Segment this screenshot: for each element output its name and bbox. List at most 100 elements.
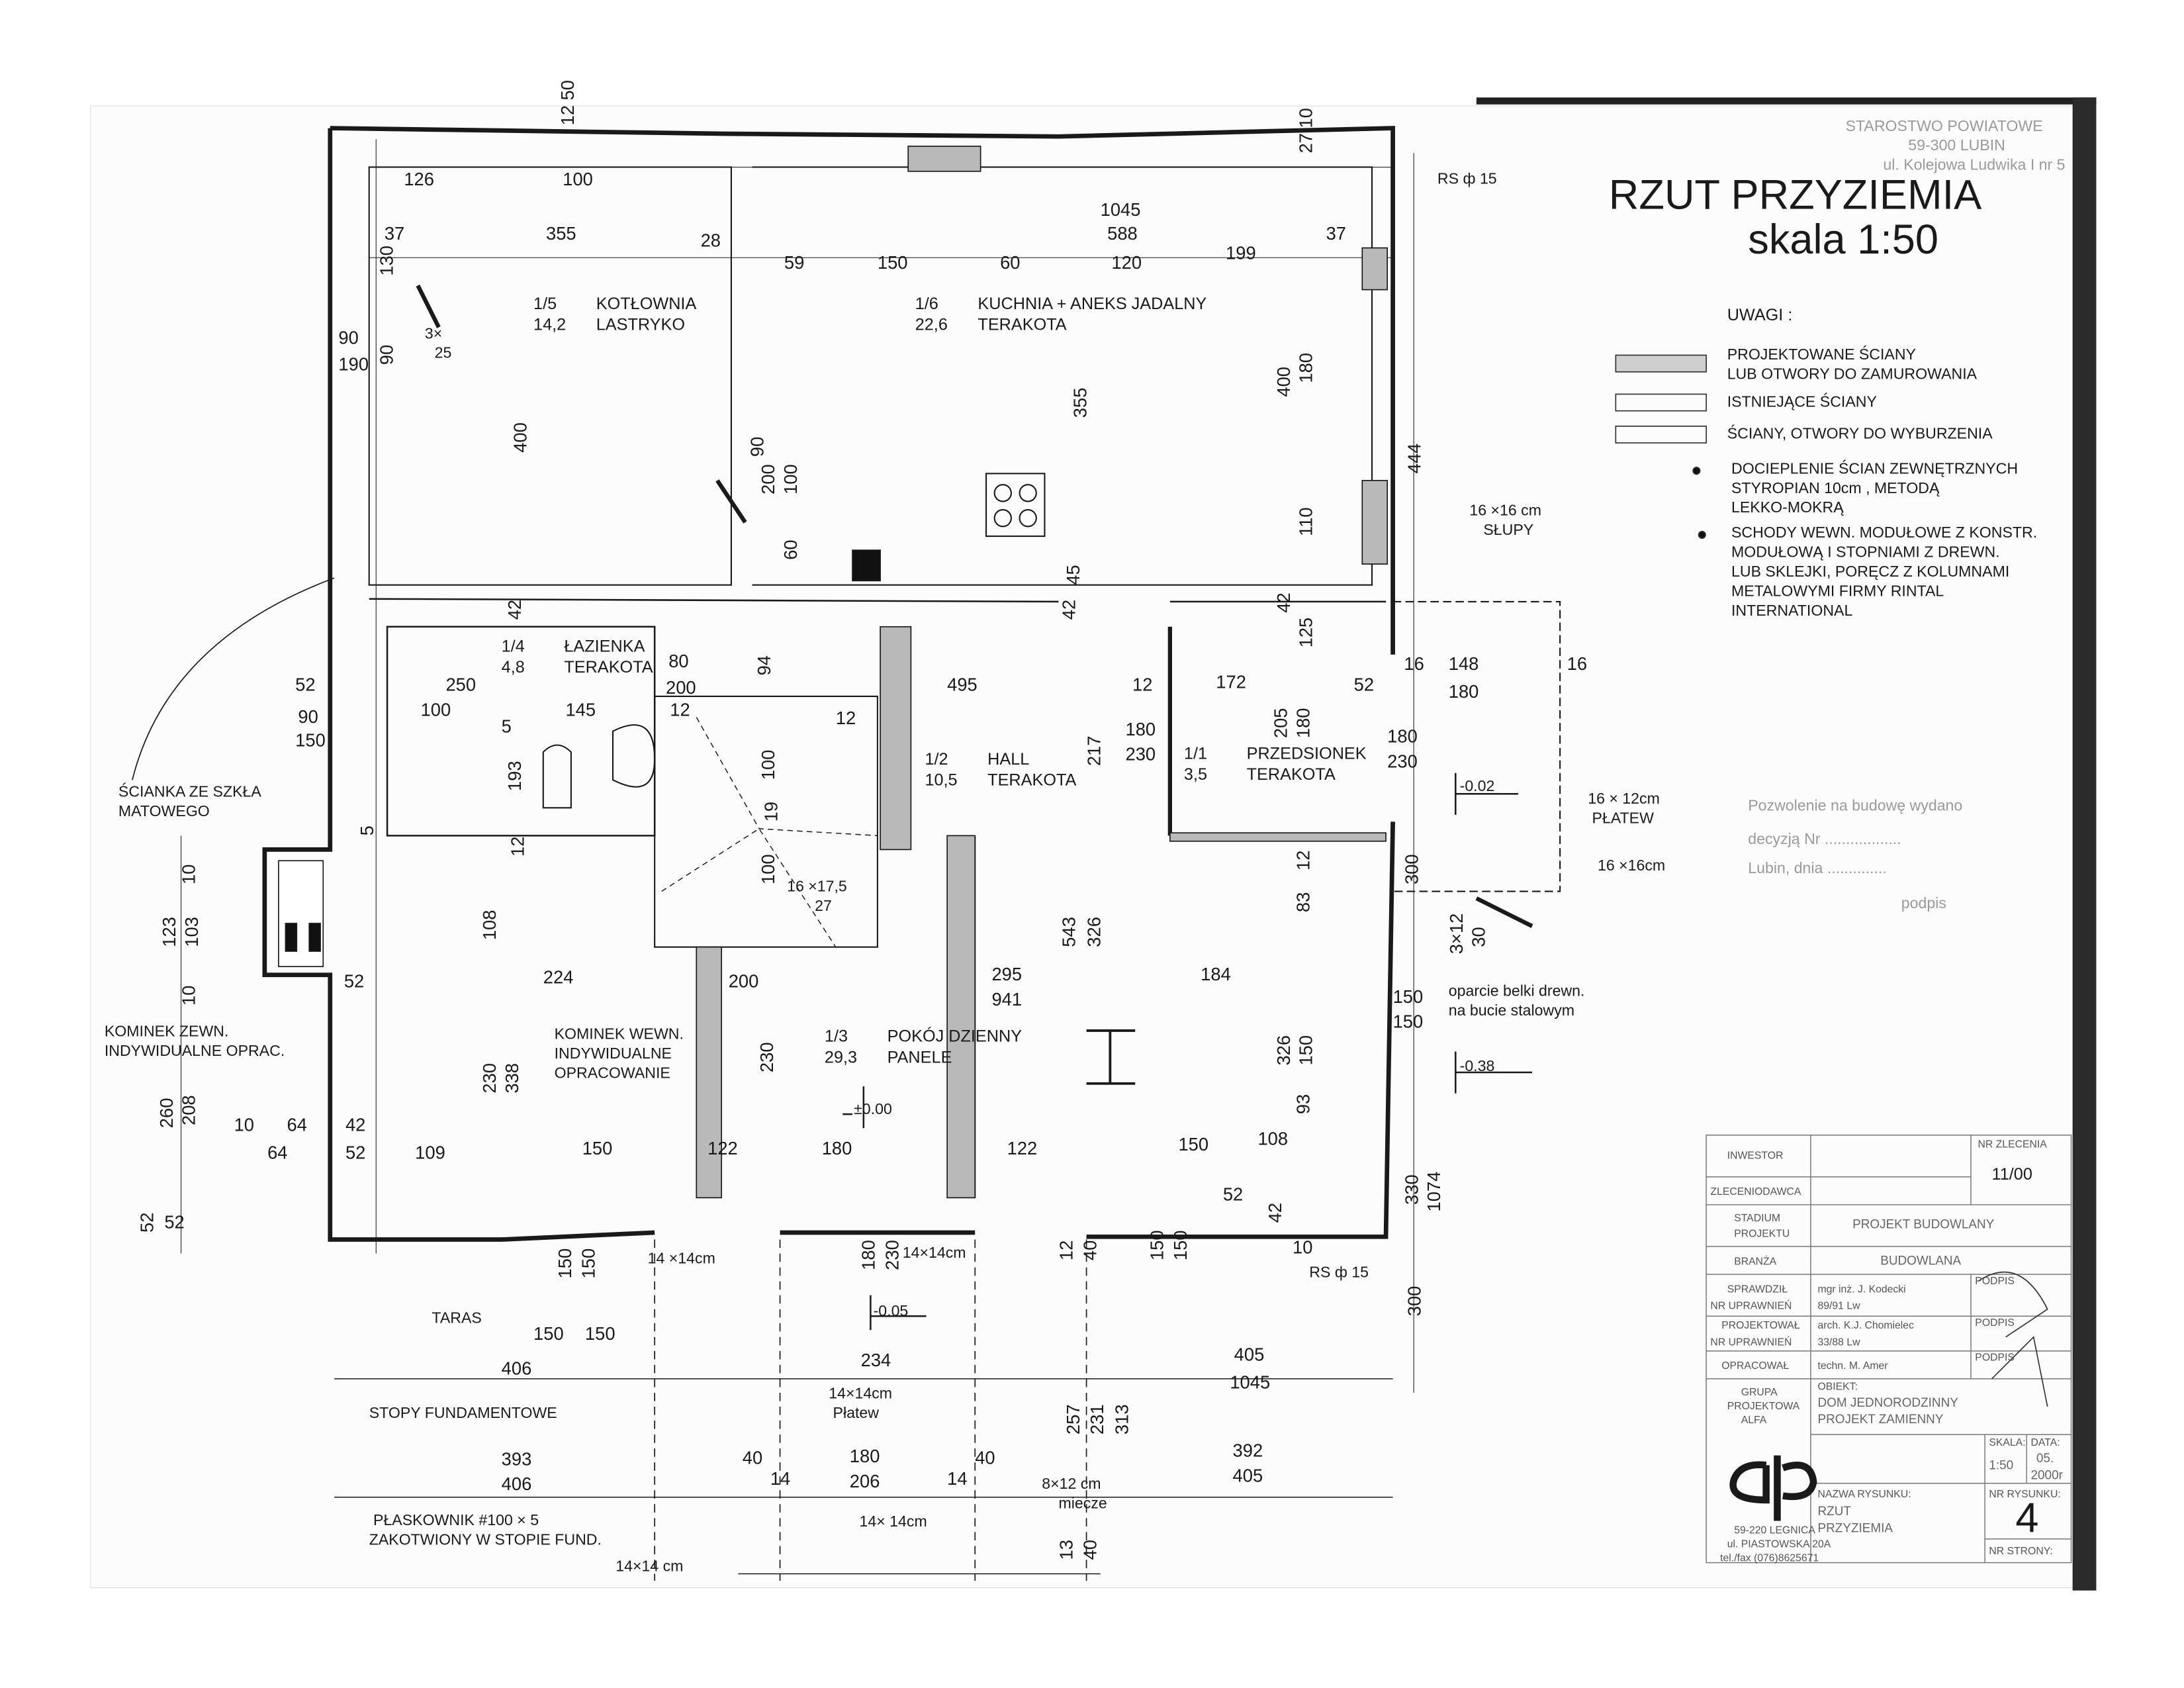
- dimension-label: 42: [345, 1114, 365, 1135]
- title-block-drawing-name2: PRZYZIEMIA: [1817, 1521, 1893, 1535]
- annotation-text: KOMINEK WEWN.: [555, 1025, 684, 1043]
- dimension-label: 28: [701, 230, 721, 250]
- title-block-date-label: DATA:: [2030, 1437, 2060, 1448]
- annotation-text: 14× 14cm: [860, 1513, 927, 1530]
- dimension-label: 150: [295, 730, 326, 751]
- dimension-label: 90: [338, 328, 358, 348]
- dimension-label: 10: [1293, 1237, 1312, 1258]
- title-block-scale: 1:50: [1989, 1459, 2013, 1473]
- drawing-scale: skala 1:50: [1748, 216, 1938, 263]
- dimension-label: 588: [1107, 223, 1138, 244]
- room-area: 22,6: [915, 316, 948, 334]
- title-block-company2: PROJEKTOWA: [1727, 1401, 1800, 1412]
- note-text: METALOWYMI FIRMY RINTAL: [1731, 582, 1944, 599]
- annotation-text: OPRACOWANIE: [555, 1064, 670, 1081]
- dimension-label: 406: [502, 1474, 532, 1494]
- annotation-text: 25: [435, 344, 452, 361]
- title-block-designed-no: 33/88 Lw: [1817, 1336, 1860, 1348]
- dimension-label: 208: [179, 1095, 199, 1125]
- dimension-label: 338: [502, 1063, 522, 1094]
- annotation-text: oparcie belki drewn.: [1449, 982, 1585, 999]
- room-number: 1/3: [825, 1027, 848, 1046]
- annotation-text: miecze: [1058, 1495, 1107, 1512]
- dimension-label: 12: [836, 708, 856, 728]
- title-block-object-label: OBIEKT:: [1817, 1382, 1857, 1393]
- dimension-label: 94: [754, 655, 774, 675]
- dimension-label: 1074: [1424, 1172, 1444, 1212]
- dimension-label: 64: [287, 1114, 307, 1135]
- room-number: 1/4: [502, 637, 525, 656]
- dimension-label: 330: [1401, 1174, 1422, 1205]
- dimension-label: 16: [1404, 653, 1424, 674]
- room-floor: TERAKOTA: [978, 316, 1066, 334]
- room-area: 10,5: [925, 771, 957, 790]
- dimension-label: 108: [1257, 1128, 1288, 1149]
- dimension-label: 400: [510, 422, 531, 453]
- title-block-stage: PROJEKT BUDOWLANY: [1852, 1218, 1995, 1232]
- room-area: 29,3: [825, 1048, 857, 1066]
- room-floor: TERAKOTA: [1247, 765, 1336, 784]
- dimension-label: 150: [878, 252, 908, 273]
- dimension-label: 12: [670, 699, 690, 720]
- dimension-label: 52: [137, 1213, 158, 1233]
- signature-icon: [1978, 1271, 2048, 1407]
- dimension-label: 40: [975, 1447, 995, 1468]
- room-area: 4,8: [502, 658, 525, 677]
- level-markers: [416, 284, 1533, 1331]
- dimension-label: 400: [1273, 367, 1294, 397]
- annotation-text: RS ф 15: [1309, 1263, 1369, 1280]
- dimension-label: 326: [1273, 1035, 1294, 1066]
- dimension-label: 205: [1271, 708, 1291, 738]
- legend-label: PROJEKTOWANE ŚCIANY: [1727, 345, 1916, 363]
- dimension-label: 52: [1223, 1184, 1243, 1205]
- title-block-address1: 59-220 LEGNICA: [1734, 1524, 1815, 1536]
- annotation-text: -0.05: [874, 1302, 909, 1319]
- bullet-icon: [1698, 530, 1706, 539]
- office-stamp-line: ul. Kolejowa Ludwika I nr 5: [1883, 156, 2065, 173]
- legend-swatch-existing: [1615, 393, 1707, 412]
- dimension-label: 495: [947, 675, 978, 695]
- dimension-label: 52: [295, 675, 315, 695]
- dimension-label: 941: [991, 989, 1022, 1009]
- annotation-text: 16 ×17,5: [787, 878, 847, 895]
- dimension-label: 122: [707, 1138, 738, 1158]
- annotation-text: ZAKOTWIONY W STOPIE FUND.: [369, 1530, 602, 1548]
- annotation-text: TARAS: [432, 1309, 481, 1327]
- room-area: 3,5: [1184, 765, 1207, 784]
- company-logo-icon: [1729, 1455, 1817, 1521]
- dimension-label: 326: [1084, 917, 1105, 947]
- dimension-label: 109: [415, 1142, 445, 1162]
- dimension-label: 130: [376, 246, 396, 276]
- legend-swatch-projected: [1615, 354, 1707, 373]
- dimension-label: 230: [479, 1063, 500, 1094]
- dimension-label: 42: [504, 600, 525, 620]
- dimension-label: 110: [1296, 507, 1316, 536]
- note-text: MODUŁOWĄ I STOPNIAMI Z DREWN.: [1731, 543, 2000, 561]
- dimension-label: 45: [1063, 565, 1083, 585]
- dimension-label: 125: [1296, 618, 1316, 648]
- stove-icon: [985, 473, 1046, 538]
- dimension-label: 148: [1449, 653, 1479, 674]
- dimension-label: 13: [1056, 1540, 1077, 1560]
- title-block-date2: 2000r: [2030, 1468, 2062, 1482]
- dimension-label: 42: [1273, 592, 1294, 612]
- annotation-text: SŁUPY: [1483, 521, 1533, 538]
- dimension-label: 60: [1000, 252, 1020, 273]
- annotation-text: 14 ×14cm: [648, 1249, 715, 1266]
- dimension-label: 405: [1233, 1466, 1263, 1486]
- dimension-label: 145: [565, 699, 596, 720]
- dimension-label: 64: [267, 1142, 287, 1162]
- dimension-label: 150: [582, 1138, 613, 1158]
- note-text: STYROPIAN 10cm , METODĄ: [1731, 479, 1940, 496]
- room-number: 1/2: [925, 750, 948, 769]
- permit-stamp-line: Lubin, dnia ..............: [1748, 859, 1887, 876]
- annotation-text: 3×: [425, 324, 442, 342]
- title-block-designed-name: arch. K.J. Chomielec: [1817, 1320, 1914, 1331]
- annotation-text: 14×14cm: [829, 1384, 892, 1401]
- dimension-label: 59: [784, 252, 804, 273]
- dimension-label: 180: [1387, 726, 1418, 746]
- dimension-label: 3×12: [1446, 914, 1467, 955]
- dimension-label: 5: [502, 716, 512, 737]
- dimension-label: 406: [502, 1358, 532, 1379]
